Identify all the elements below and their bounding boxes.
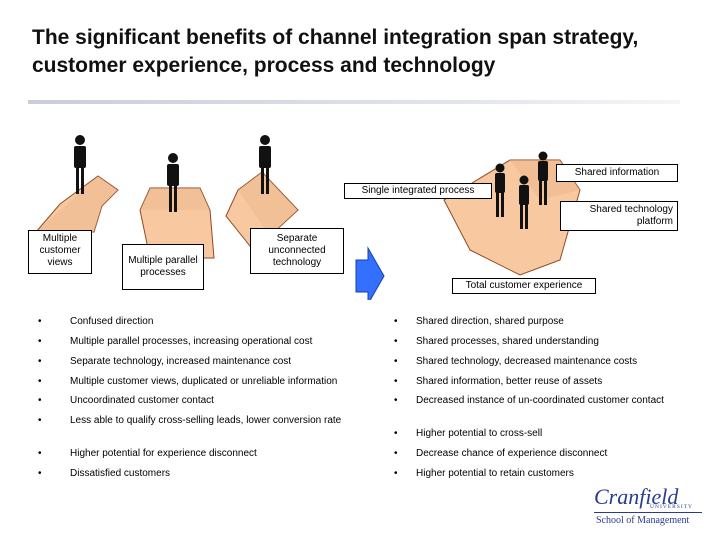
label-shared-technology-platform: Shared technology platform: [560, 201, 678, 231]
label-separate-technology: Separate unconnected technology: [250, 228, 344, 274]
bullet-icon: •: [394, 336, 398, 347]
title-divider: [28, 100, 680, 104]
logo-divider: [594, 512, 702, 513]
person-figure-left-2: [167, 153, 179, 212]
label-shared-information: Shared information: [556, 164, 678, 182]
transition-arrow: [355, 246, 385, 300]
bullet-icon: •: [394, 468, 398, 479]
bullet-icon: •: [38, 448, 42, 459]
bullet-icon: •: [394, 376, 398, 387]
bullet-icon: •: [38, 336, 42, 347]
logo-university: UNIVERSITY: [650, 504, 693, 510]
label-single-integrated-process: Single integrated process: [344, 183, 492, 199]
page-title: The significant benefits of channel inte…: [32, 26, 639, 77]
logo-school: School of Management: [596, 515, 690, 526]
bullet-icon: •: [38, 356, 42, 367]
label-multiple-customer-views: Multiple customer views: [28, 230, 92, 274]
bullet-icon: •: [394, 356, 398, 367]
cranfield-logo: Cranfield UNIVERSITY School of Managemen…: [594, 484, 704, 530]
channel-integration-diagram: [34, 135, 581, 300]
fan-wedge-customer-views: [34, 175, 119, 233]
person-figure-right-3: [538, 151, 548, 205]
bullet-icon: •: [38, 415, 42, 426]
person-figure-right-2: [519, 175, 529, 229]
label-total-customer-experience: Total customer experience: [452, 278, 596, 294]
logo-name: Cranfield: [594, 484, 679, 509]
bullet-icon: •: [38, 316, 42, 327]
fan-wedge-parallel-processes: [139, 187, 215, 259]
label-multiple-parallel-processes: Multiple parallel processes: [122, 244, 204, 290]
left-fan: [34, 171, 299, 259]
person-figure-right-1: [495, 163, 505, 217]
bullet-icon: •: [38, 395, 42, 406]
bullet-icon: •: [394, 448, 398, 459]
bullet-icon: •: [38, 468, 42, 479]
bullet-icon: •: [38, 376, 42, 387]
bullet-icon: •: [394, 316, 398, 327]
person-figure-left-1: [74, 135, 86, 194]
bullet-icon: •: [394, 395, 398, 406]
person-figure-left-3: [259, 135, 271, 194]
bullet-icon: •: [394, 428, 398, 439]
